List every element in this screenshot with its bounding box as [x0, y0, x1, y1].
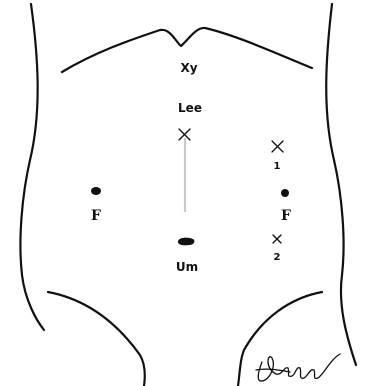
label-trocar-2: 2 — [274, 252, 281, 263]
umbilicus-blob-icon — [178, 238, 195, 246]
inguinal-line-left — [48, 292, 145, 386]
trocar-2-cross-icon — [273, 235, 281, 243]
label-lee-point: Lee — [178, 101, 202, 115]
torso-right-outline — [326, 4, 356, 365]
signature-icon — [256, 354, 340, 381]
label-trocar-1: 1 — [274, 161, 281, 172]
label-umbilicus: Um — [176, 260, 198, 274]
trocar-1-cross-icon — [272, 141, 283, 152]
torso-left-outline — [20, 4, 44, 330]
label-xyphoid: Xy — [180, 61, 197, 75]
label-left-flank: F — [91, 208, 101, 224]
right-flank-dot-icon — [281, 189, 289, 197]
left-flank-dot-icon — [91, 187, 101, 195]
label-right-flank: F — [281, 208, 291, 224]
